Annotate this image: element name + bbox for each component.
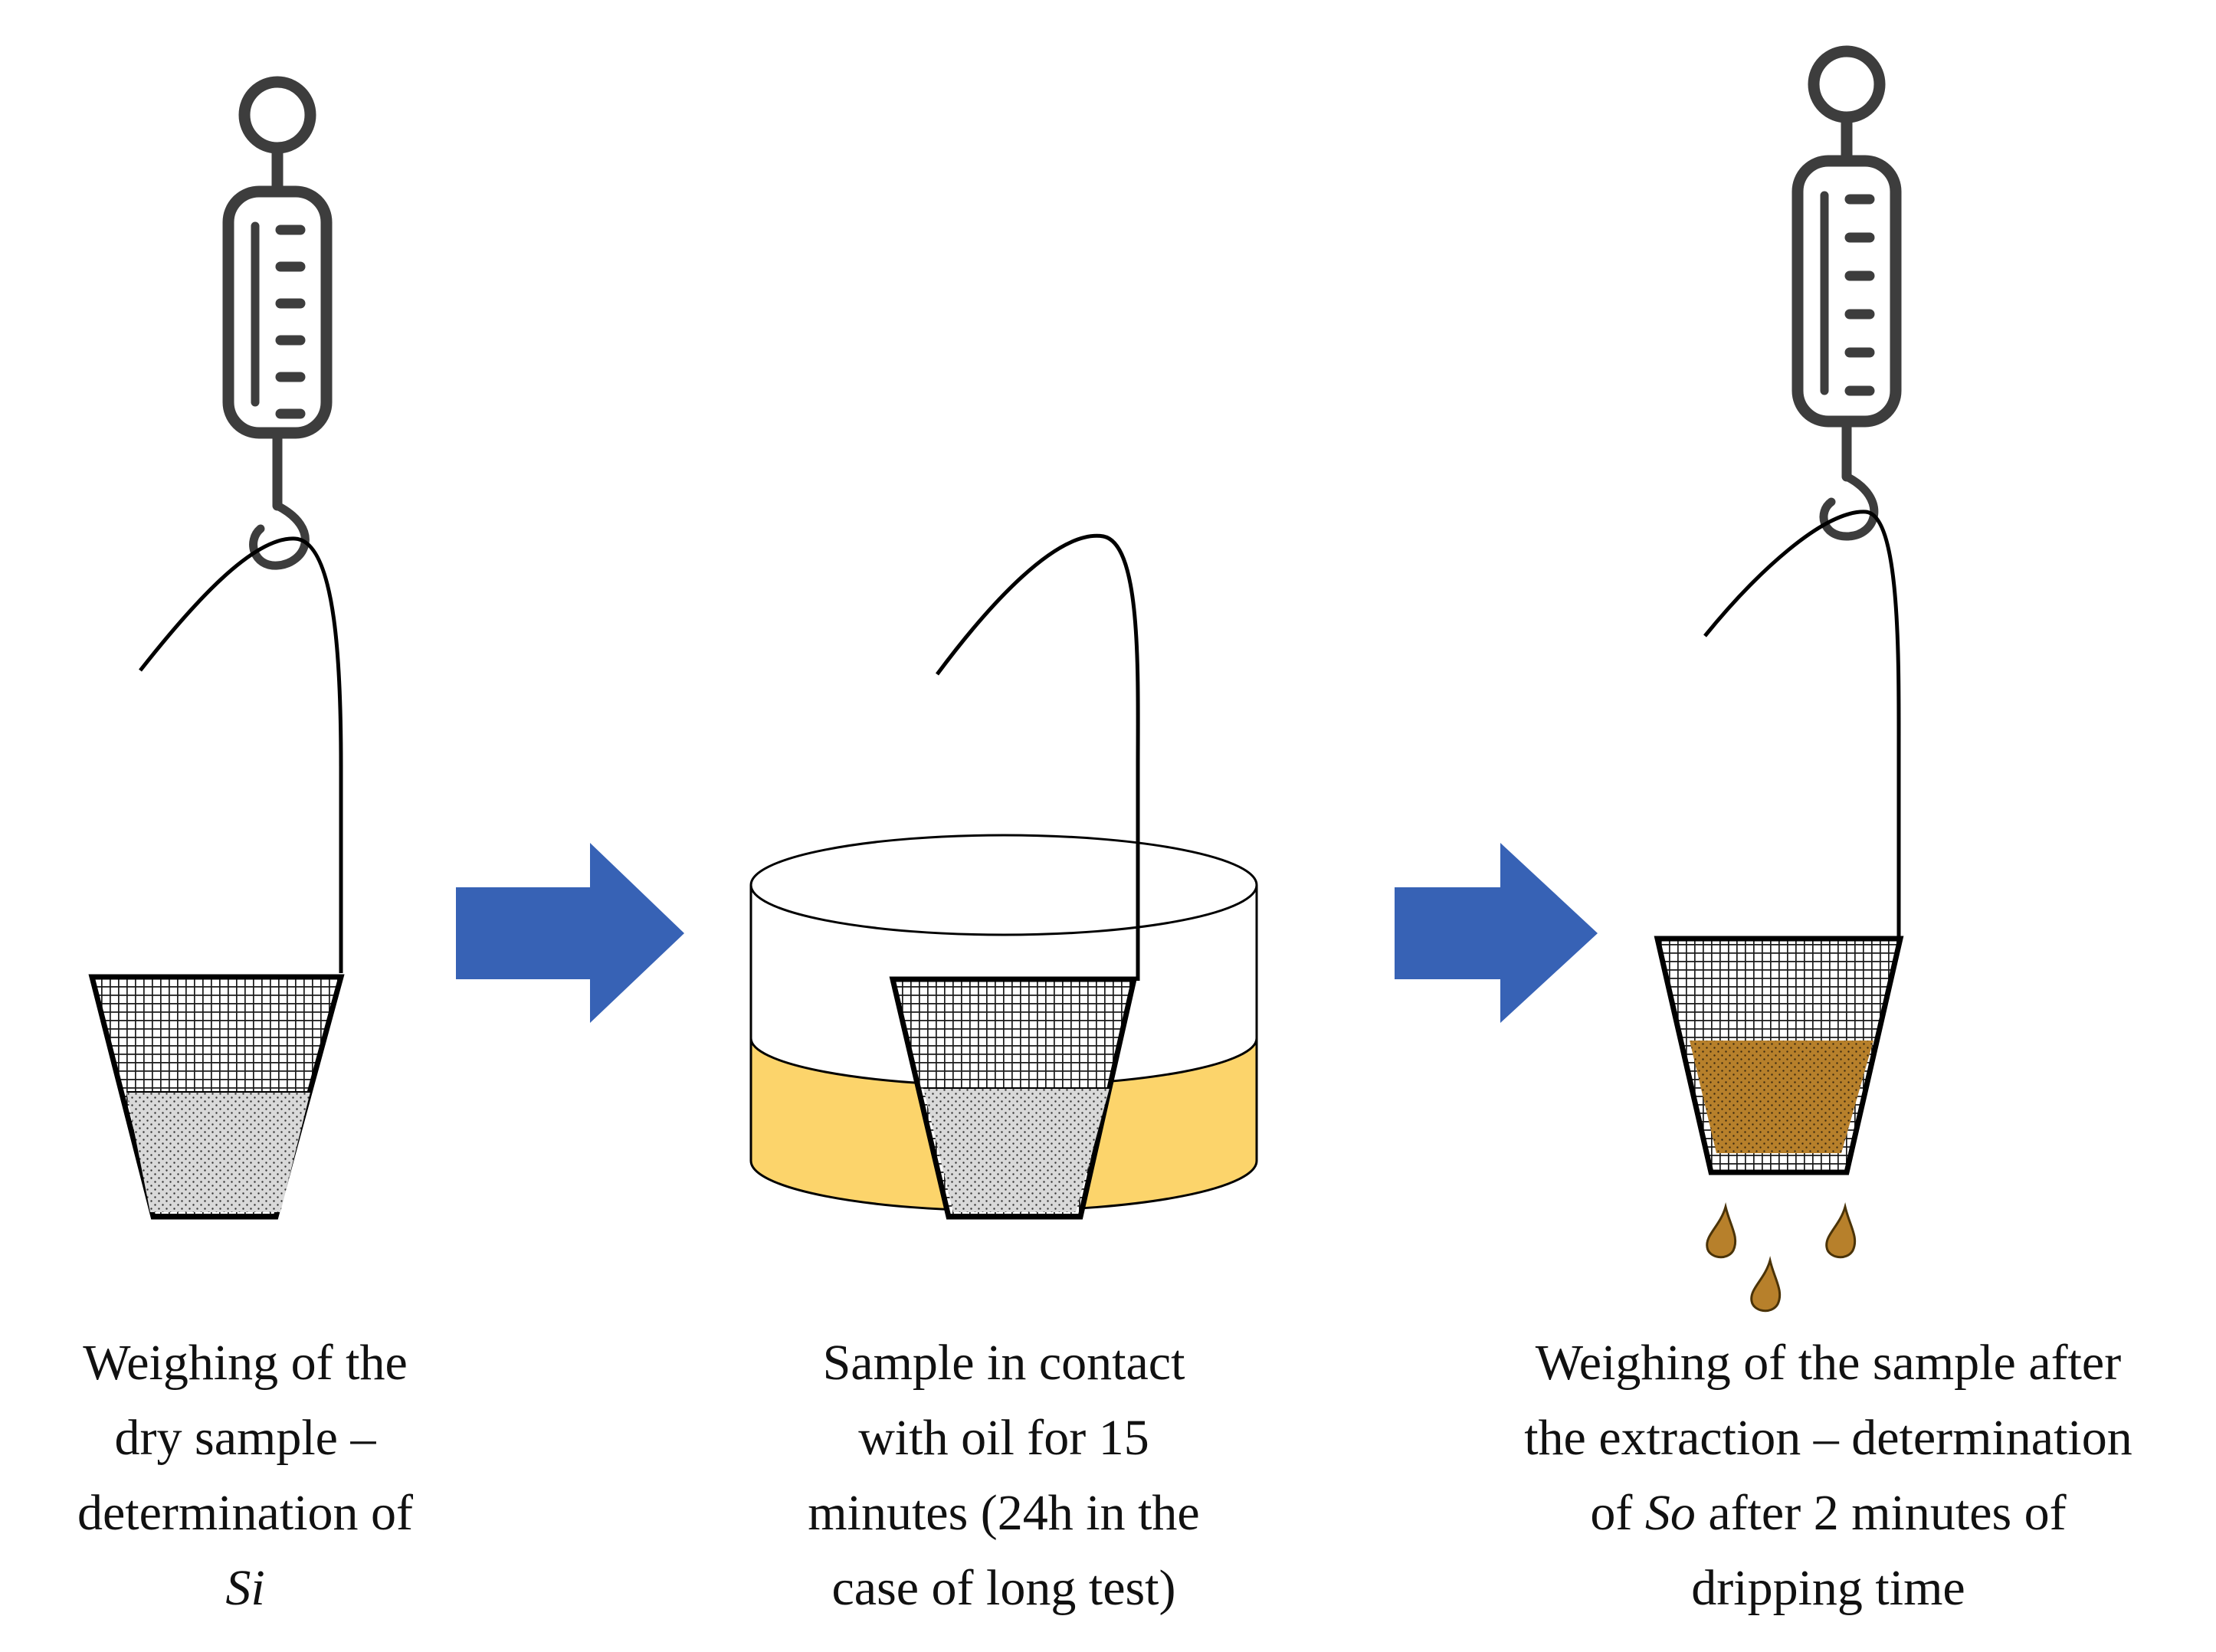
oil-droplet-icon [1706,1202,1737,1259]
oil-droplet-icon [1750,1256,1782,1313]
suspension-string [1703,510,1901,942]
oil-droplets [1706,1202,1857,1313]
so-symbol: So [1644,1485,1696,1541]
step-1-caption-text: Weighing of the dry sample – determinati… [77,1335,414,1541]
right-arrow-icon [456,843,684,1023]
step-2-oil-contact [749,533,1258,1220]
step-2-caption: Sample in contact with oil for 15 minute… [705,1326,1303,1626]
step-3-weighing-after [1654,45,1904,1313]
spring-scale-icon [222,76,333,511]
step-3-caption-tail: after 2 minutes of dripping time [1691,1485,2067,1616]
mesh-basket-icon [889,976,1138,1220]
step-2-caption-text: Sample in contact with oil for 15 minute… [808,1335,1200,1616]
suspension-string [935,533,1140,981]
step-1-weighing-dry [88,76,345,1220]
spring-scale-icon [1791,45,1902,482]
si-symbol: Si [225,1560,265,1616]
hook-icon [249,501,310,570]
mesh-basket-icon [1654,936,1904,1175]
step-1-caption: Weighing of the dry sample – determinati… [0,1326,490,1626]
mesh-basket-icon [88,974,345,1220]
oil-droplet-icon [1825,1202,1857,1259]
step-3-caption: Weighing of the sample after the extract… [1441,1326,2216,1626]
dry-sample [126,1092,310,1212]
hook-icon [1819,472,1879,541]
right-arrow-icon [1395,843,1598,1023]
step-3-caption-text: Weighing of the sample after the extract… [1524,1335,2132,1541]
suspension-string [139,536,343,973]
sample-in-oil [923,1088,1110,1212]
soaked-sample [1690,1041,1873,1153]
